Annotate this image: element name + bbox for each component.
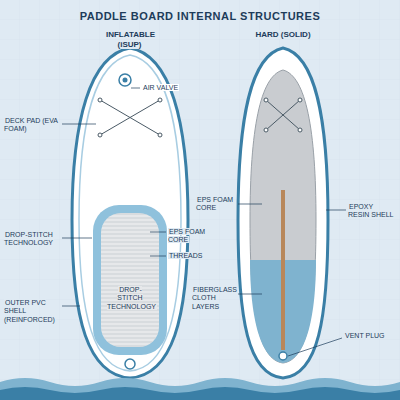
label-holder: FIBERGLASS CLOTH LAYERS <box>192 286 236 311</box>
part-label: DROP-STITCH TECHNOLOGY <box>4 231 54 246</box>
part-label: DECK PAD (EVA FOAM) <box>4 117 58 132</box>
part-label: OUTER PVC SHELL (REINFORCED) <box>4 299 56 323</box>
part-label: AIR VALVE <box>142 84 179 91</box>
board-heading: INFLATABLE (iSUP) <box>105 30 155 49</box>
label-holder: DROP-STITCH TECHNOLOGY <box>107 286 153 311</box>
label-holder: AIR VALVE <box>142 84 182 92</box>
label-holder: DECK PAD (EVA FOAM) <box>4 117 60 134</box>
part-label: EPS FOAM CORE <box>196 196 233 211</box>
board-heading: HARD (SOLID) <box>254 30 311 39</box>
label-holder: OUTER PVC SHELL (REINFORCED) <box>4 299 60 324</box>
label-holder: EPS FOAM CORE <box>168 228 224 245</box>
part-label: THREADS <box>168 252 203 259</box>
label-holder: VENT PLUG <box>344 332 394 340</box>
part-label: DROP-STITCH TECHNOLOGY <box>107 286 157 310</box>
part-label: EPOXY RESIN SHELL <box>348 203 395 218</box>
label-holder: HARD (SOLID) <box>247 30 319 40</box>
label-holder: DROP-STITCH TECHNOLOGY <box>4 231 60 248</box>
part-label: EPS FOAM CORE <box>168 228 205 243</box>
part-label: VENT PLUG <box>344 332 386 339</box>
label-holder: EPS FOAM CORE <box>196 196 236 213</box>
title: PADDLE BOARD INTERNAL STRUCTURES <box>0 10 400 23</box>
label-holder: EPOXY RESIN SHELL <box>348 203 396 220</box>
label-holder: THREADS <box>168 252 208 260</box>
label-holder: INFLATABLE (iSUP) <box>94 30 166 49</box>
part-label: FIBERGLASS CLOTH LAYERS <box>192 286 237 310</box>
